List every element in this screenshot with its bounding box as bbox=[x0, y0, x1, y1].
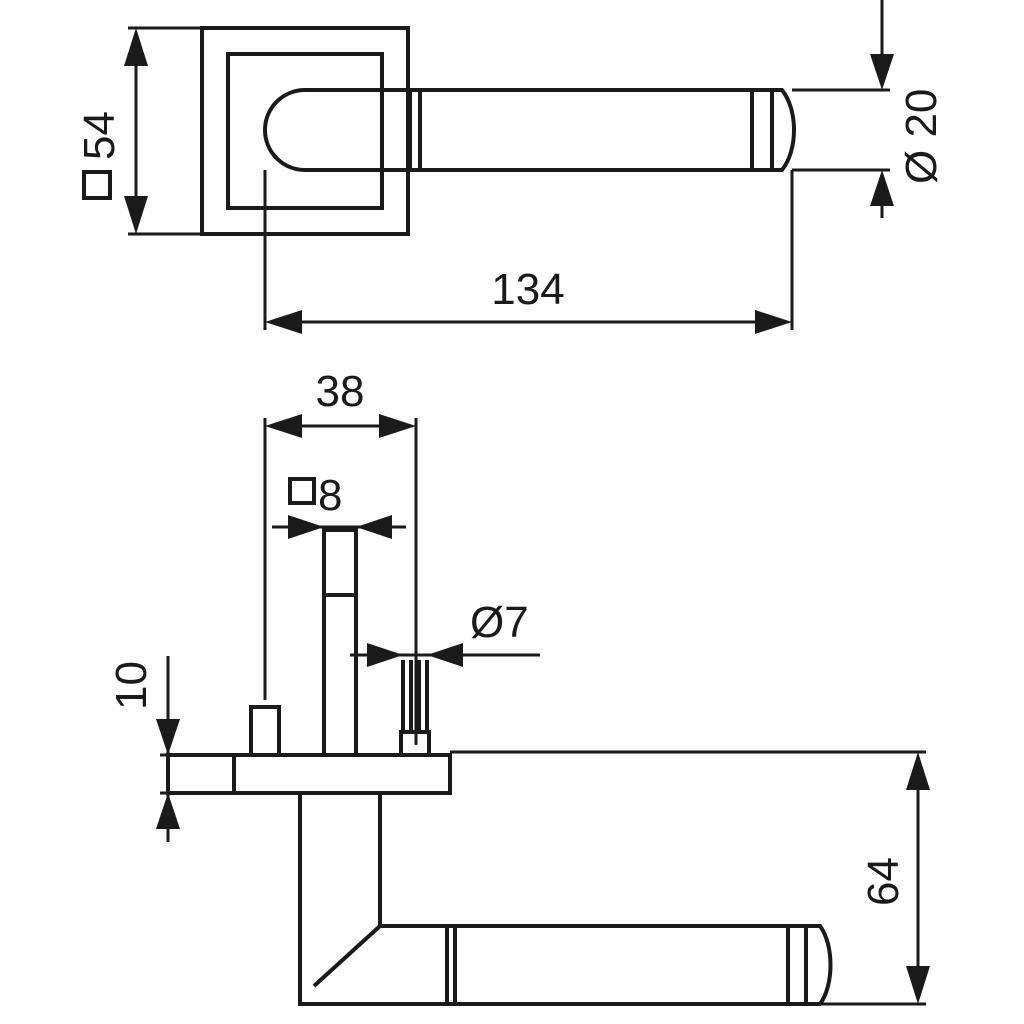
lever-neck-bevel bbox=[312, 924, 382, 988]
dim-arrow bbox=[755, 310, 792, 334]
rose-inner-square bbox=[226, 52, 384, 210]
lever-grip-top bbox=[263, 88, 796, 172]
dim-arrow bbox=[379, 414, 416, 438]
rose-plate bbox=[166, 753, 452, 795]
dim-arrow bbox=[870, 170, 894, 206]
dim-arrow bbox=[427, 643, 463, 667]
lever-neck-and-arm bbox=[298, 793, 833, 1006]
dim-arrow bbox=[367, 643, 403, 667]
top-view: 54 Ø 20 134 bbox=[75, 0, 946, 334]
dim-arrow bbox=[124, 196, 148, 234]
dim-label-spindle-square: 8 bbox=[318, 471, 342, 520]
dim-label-rose-square: 54 bbox=[75, 111, 124, 160]
dim-arrow bbox=[156, 719, 180, 755]
square-symbol-icon bbox=[288, 477, 316, 505]
rose-outer-square bbox=[200, 26, 410, 236]
dim-arrow bbox=[124, 28, 148, 66]
dim-label-spindle-span: 38 bbox=[316, 367, 365, 416]
dim-label-grip-diameter: Ø 20 bbox=[897, 89, 946, 184]
dim-arrow bbox=[156, 793, 180, 829]
dim-arrow bbox=[288, 515, 324, 539]
dim-arrow bbox=[265, 414, 302, 438]
dim-label-rose-height: 10 bbox=[107, 661, 156, 710]
dim-label-lever-offset: 64 bbox=[859, 857, 908, 906]
spindle-square bbox=[322, 528, 358, 757]
dim-arrow bbox=[356, 515, 392, 539]
fixing-pin-left bbox=[249, 705, 281, 757]
square-symbol-icon bbox=[82, 170, 112, 200]
dim-arrow bbox=[870, 54, 894, 90]
dim-label-lever-length: 134 bbox=[491, 265, 564, 314]
dim-arrow bbox=[906, 966, 930, 1004]
dim-arrow bbox=[906, 752, 930, 790]
dim-label-pin-diameter: Ø7 bbox=[470, 598, 529, 647]
side-view: 38 8 Ø7 10 64 bbox=[107, 367, 930, 1006]
dim-arrow bbox=[265, 310, 302, 334]
